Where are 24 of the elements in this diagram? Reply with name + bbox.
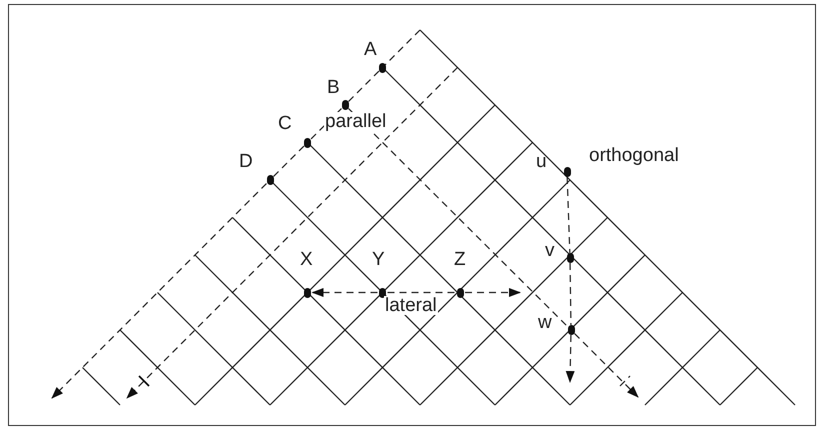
dashed-line — [348, 70, 380, 102]
dashed-arrow — [574, 332, 639, 398]
point-label: v — [545, 241, 554, 260]
dashed-arrow — [312, 288, 378, 297]
point-label: D — [239, 152, 253, 171]
dashed-line — [348, 108, 568, 327]
dashed-arrow — [465, 288, 521, 297]
point-label: C — [278, 114, 292, 133]
dashed-arrow — [51, 183, 267, 399]
point-label: B — [327, 78, 340, 97]
point-label: A — [364, 40, 377, 59]
dashed-line — [388, 292, 455, 294]
dashed-line — [273, 146, 304, 177]
point-label: w — [538, 313, 552, 332]
point-label: Y — [372, 250, 385, 269]
dashed-line — [566, 176, 570, 254]
point-label: X — [300, 250, 313, 269]
path-label: lateral — [384, 296, 438, 315]
point-label: Z — [454, 250, 466, 269]
dashed-line — [569, 263, 572, 325]
dashed-arrow — [566, 334, 575, 383]
path-label: orthogonal — [588, 146, 680, 165]
point-label: u — [536, 152, 547, 171]
path-label: parallel — [324, 112, 388, 131]
